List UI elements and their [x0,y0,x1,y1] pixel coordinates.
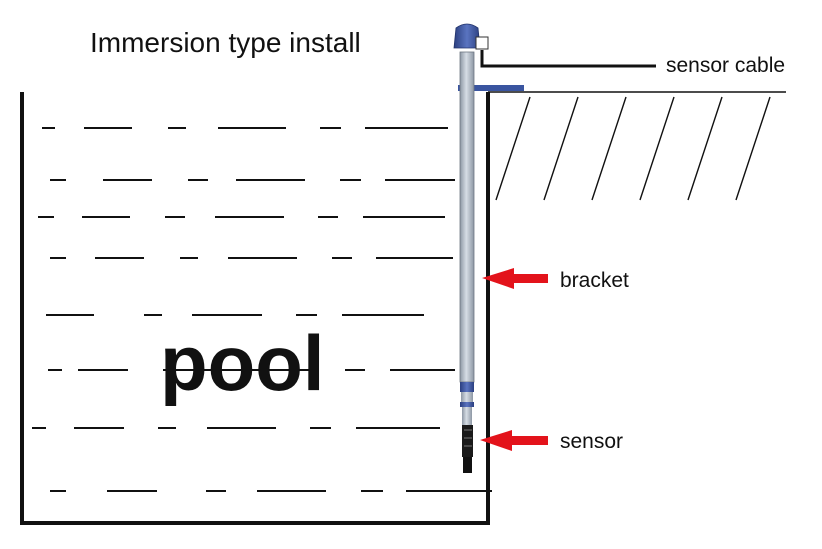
pipe-coupler [460,382,474,392]
cable-gland [475,36,489,50]
bracket-arrow [482,268,548,289]
sensor-arrow [480,430,548,451]
mount-plate [458,85,524,91]
ground-hatching [488,91,786,201]
cable-leader [480,50,656,68]
pipe-band [460,402,474,407]
diagram-title: Immersion type install [90,27,361,58]
sensor-label: sensor [560,430,623,453]
sensor-cable-label: sensor cable [666,54,785,77]
pool-label: pool [160,319,325,407]
sensor-probe [463,457,472,473]
bracket-label: bracket [560,269,629,292]
water-surface-lines [32,127,492,492]
sensor-body [462,425,473,457]
sensor-assembly [453,23,524,473]
pipe-end [461,392,473,402]
bracket-pipe [459,51,475,383]
pool-walls [20,92,490,525]
pipe-tip [462,407,472,425]
